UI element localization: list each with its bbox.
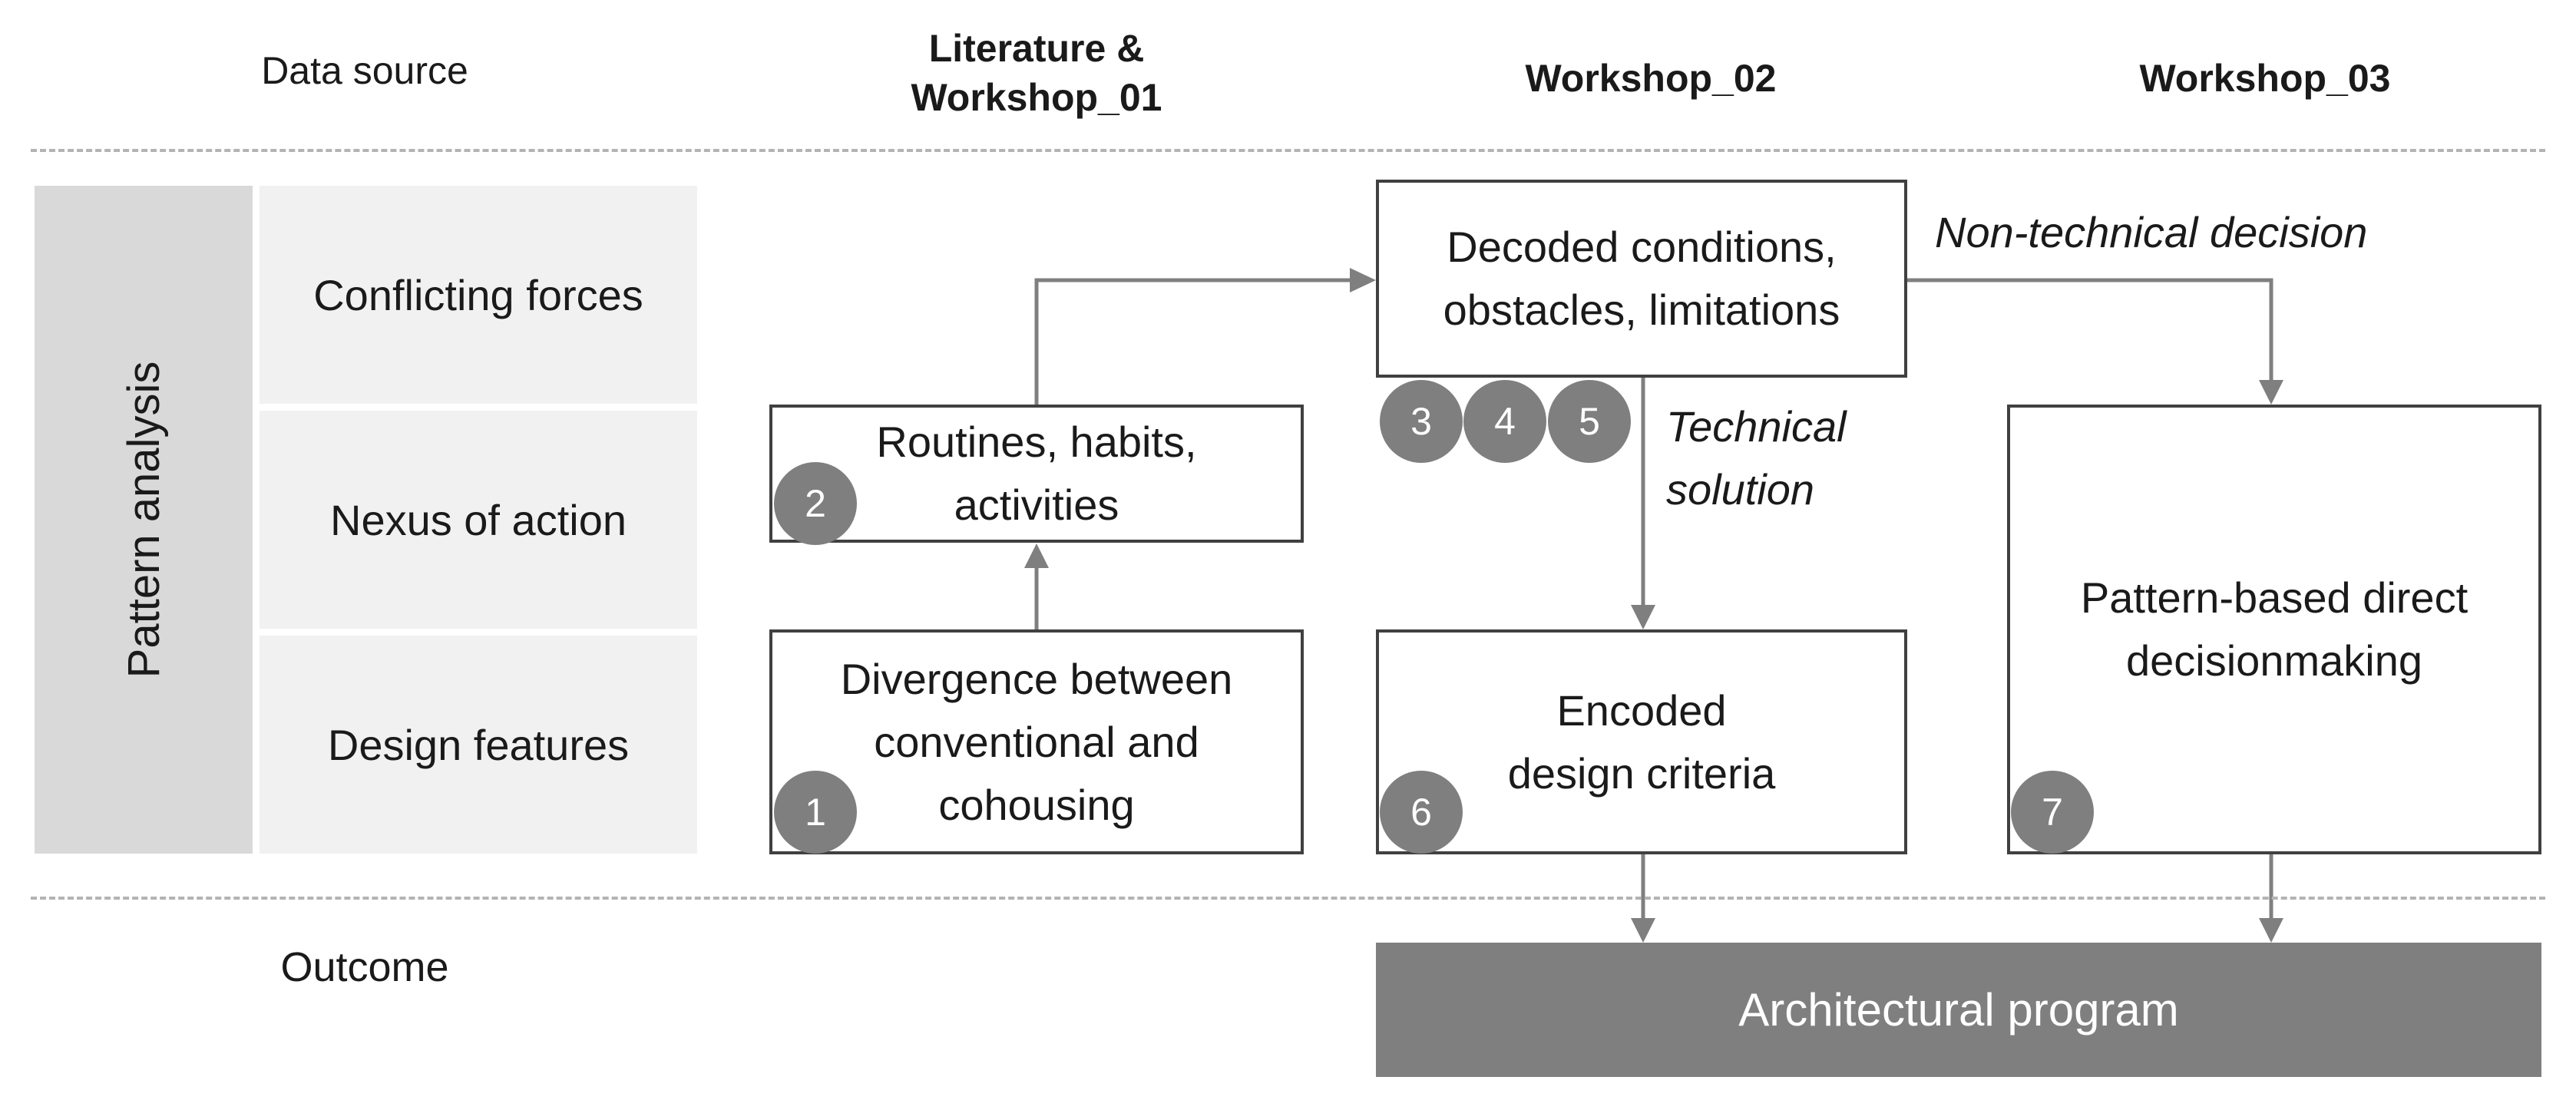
- badge-1: 1: [774, 771, 857, 854]
- architectural-program-bar: Architectural program: [1376, 943, 2541, 1077]
- box-encoded-design-criteria: Encoded design criteria: [1376, 629, 1907, 854]
- arrow-routines-to-decoded: [1034, 278, 1351, 405]
- arrowhead-decoded-to-encoded: [1631, 605, 1655, 629]
- arrowhead-decoded-to-pattern-based: [2259, 380, 2283, 405]
- badge-4: 4: [1463, 380, 1546, 463]
- badge-2: 2: [774, 462, 857, 545]
- arrowhead-encoded-to-program: [1631, 918, 1655, 943]
- box-decoded-text: Decoded conditions, obstacles, limitatio…: [1443, 223, 1840, 334]
- box-routines-habits-activities: Routines, habits, activities: [769, 405, 1304, 543]
- column-header-literature-workshop-01: Literature & Workshop_01: [911, 27, 1162, 119]
- badge-7: 7: [2011, 771, 2094, 854]
- box-divergence-text: Divergence between conventional and coho…: [840, 654, 1233, 829]
- box-divergence: Divergence between conventional and coho…: [769, 629, 1304, 854]
- badge-6: 6: [1380, 771, 1463, 854]
- data-source-label: Data source: [261, 49, 468, 92]
- box-pattern-based-decisionmaking: Pattern-based direct decisionmaking: [2007, 405, 2541, 854]
- architectural-program-text: Architectural program: [1738, 984, 2179, 1036]
- arrow-decoded-to-pattern-based: [1906, 278, 2273, 382]
- box-encoded-text: Encoded design criteria: [1507, 685, 1776, 798]
- column-header-workshop-03: Workshop_03: [2139, 57, 2391, 100]
- arrowhead-divergence-to-routines: [1024, 543, 1049, 568]
- box-routines-text: Routines, habits, activities: [876, 418, 1197, 529]
- top-divider: [31, 149, 2545, 152]
- arrowhead-routines-to-decoded: [1350, 268, 1376, 292]
- badge-5: 5: [1548, 380, 1631, 463]
- box-pattern-based-text: Pattern-based direct decisionmaking: [2080, 573, 2469, 685]
- column-header-workshop-02: Workshop_02: [1525, 57, 1777, 100]
- row-label-design-features: Design features: [260, 636, 697, 854]
- outcome-label: Outcome: [280, 944, 449, 990]
- row-label-nexus-of-action: Nexus of action: [260, 411, 697, 629]
- bottom-divider: [31, 897, 2545, 900]
- box-decoded-conditions: Decoded conditions, obstacles, limitatio…: [1376, 180, 1907, 378]
- arrowhead-pattern-based-to-program: [2259, 918, 2283, 943]
- side-label-panel: Pattern analysis: [35, 186, 253, 854]
- row-label-conflicting-forces: Conflicting forces: [260, 186, 697, 404]
- annotation-technical-solution: Technical solution: [1666, 402, 1847, 514]
- badge-3: 3: [1380, 380, 1463, 463]
- annotation-non-technical-decision: Non-technical decision: [1935, 208, 2368, 256]
